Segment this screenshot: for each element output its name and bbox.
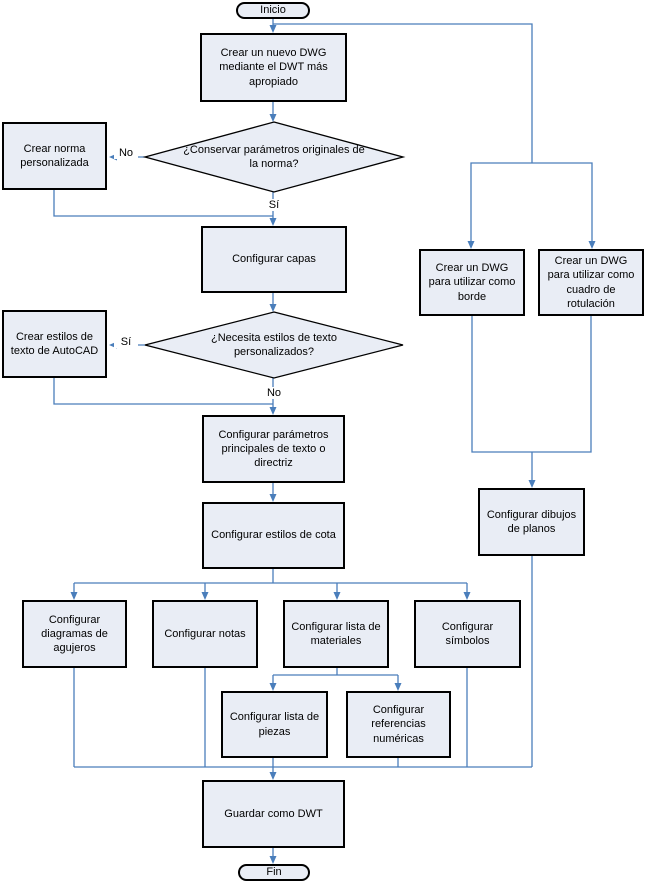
arrowhead xyxy=(333,592,341,600)
arrowhead xyxy=(269,25,277,33)
arrowhead xyxy=(269,114,277,122)
process-guardar-dwt: Guardar como DWT xyxy=(202,780,345,848)
process-crear-norma-personalizada: Crear norma personalizada xyxy=(2,122,107,190)
arrowhead xyxy=(463,592,471,600)
arrowhead xyxy=(201,592,209,600)
branch-label-texto-si: Sí xyxy=(114,336,138,349)
arrowhead xyxy=(269,407,277,415)
process-crear-dwg-rotulacion: Crear un DWG para utilizar como cuadro d… xyxy=(538,249,644,316)
process-config-diagramas-agujeros: Configurar diagramas de agujeros xyxy=(22,600,127,668)
arrowhead xyxy=(269,683,277,691)
edge-inicio-right-branch xyxy=(273,23,533,163)
start-node: Inicio xyxy=(236,2,310,19)
arrowhead xyxy=(70,592,78,600)
arrowhead xyxy=(467,241,475,249)
process-crear-nuevo-dwg: Crear un nuevo DWG mediante el DWT más a… xyxy=(200,33,347,102)
branch-label-texto-no: No xyxy=(262,387,286,400)
process-config-estilos-cota: Configurar estilos de cota xyxy=(202,502,345,569)
decision-conservar-parametros-label: ¿Conservar parámetros originales de la n… xyxy=(183,143,365,170)
process-config-simbolos: Configurar símbolos xyxy=(414,600,521,668)
process-config-referencias-numericas: Configurar referencias numéricas xyxy=(346,691,451,758)
arrowhead xyxy=(269,772,277,780)
process-config-parametros-texto: Configurar parámetros principales de tex… xyxy=(202,415,345,483)
arrowhead xyxy=(269,304,277,312)
decision-estilos-texto-shape xyxy=(144,311,404,379)
edge-right-split xyxy=(470,162,593,243)
edge-norma-rejoin xyxy=(53,190,273,217)
arrowhead xyxy=(588,241,596,249)
process-config-dibujos-planos: Configurar dibujos de planos xyxy=(478,488,585,556)
arrowhead xyxy=(528,480,536,488)
arrowhead xyxy=(269,494,277,502)
process-crear-estilos-texto-autocad: Crear estilos de texto de AutoCAD xyxy=(2,310,107,378)
branch-label-norma-si: Sí xyxy=(262,199,286,212)
process-config-notas: Configurar notas xyxy=(152,600,258,668)
arrowhead xyxy=(394,683,402,691)
process-configurar-capas: Configurar capas xyxy=(201,226,347,293)
decision-conservar-parametros-shape xyxy=(142,121,406,193)
end-node: Fin xyxy=(238,864,310,881)
branch-label-norma-no: No xyxy=(114,147,138,160)
arrowhead xyxy=(269,218,277,226)
arrowhead xyxy=(269,856,277,864)
process-config-lista-materiales: Configurar lista de materiales xyxy=(283,600,389,668)
process-crear-dwg-borde: Crear un DWG para utilizar como borde xyxy=(419,249,525,316)
edge-right-merge xyxy=(471,316,592,453)
process-config-lista-piezas: Configurar lista de piezas xyxy=(221,691,328,758)
edge-estilos-rejoin xyxy=(53,378,273,405)
decision-estilos-texto-label: ¿Necesita estilos de texto personalizado… xyxy=(211,331,337,358)
